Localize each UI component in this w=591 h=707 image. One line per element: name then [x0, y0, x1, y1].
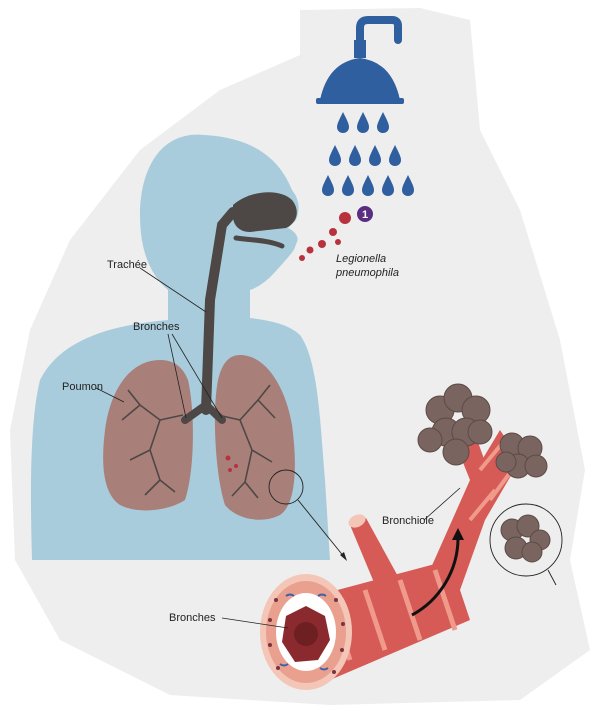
bacteria-label-line1: Legionella — [336, 253, 386, 265]
svg-text:1: 1 — [362, 209, 368, 221]
bronchiole-label: Bronchiole — [382, 515, 434, 527]
step-badge: 1 — [357, 206, 373, 222]
bronchi-upper-label: Bronches — [133, 321, 180, 333]
bacteria-label-line2: pneumophila — [335, 267, 399, 279]
lung-label: Poumon — [62, 381, 103, 393]
alveoli-cluster-right — [496, 433, 547, 478]
bronchi-lower-label: Bronches — [169, 612, 216, 624]
trachea-label: Trachée — [107, 259, 147, 271]
